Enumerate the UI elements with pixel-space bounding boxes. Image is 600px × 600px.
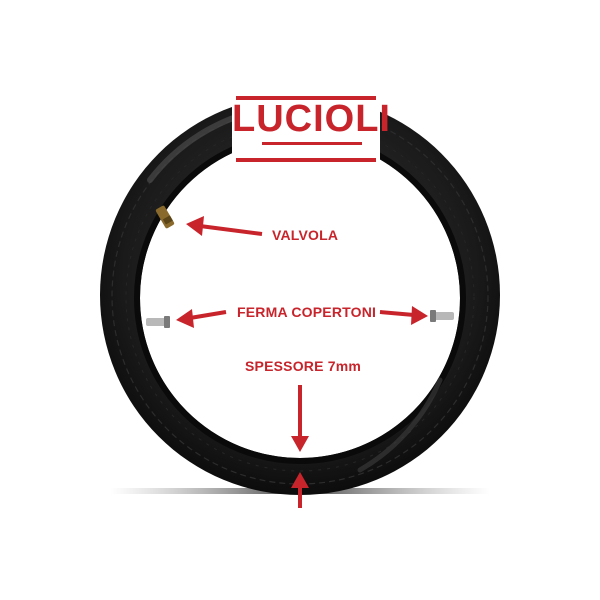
valve-icon [155, 205, 175, 229]
logo-bar-top [236, 96, 376, 100]
arrow-lock-right [379, 306, 428, 325]
tire-lock-left-icon [146, 316, 170, 328]
tire-lock-right-icon [430, 310, 454, 322]
valve-label: VALVOLA [272, 227, 339, 243]
arrow-lock-left [176, 309, 227, 328]
arrow-thickness-bottom [291, 472, 309, 508]
tire-lock-label: FERMA COPERTONI [237, 304, 377, 320]
logo-bar-bottom [236, 158, 376, 162]
brand-logo-text: LUCIOLI [232, 98, 391, 140]
arrow-thickness-top [291, 385, 309, 452]
logo-bar-middle [262, 142, 362, 145]
tube-highlight-right [357, 377, 443, 473]
thickness-label: SPESSORE 7mm [245, 358, 361, 374]
tube-inner-hole [140, 138, 460, 458]
arrow-valve [186, 216, 263, 236]
brand-logo: LUCIOLI [232, 92, 391, 172]
